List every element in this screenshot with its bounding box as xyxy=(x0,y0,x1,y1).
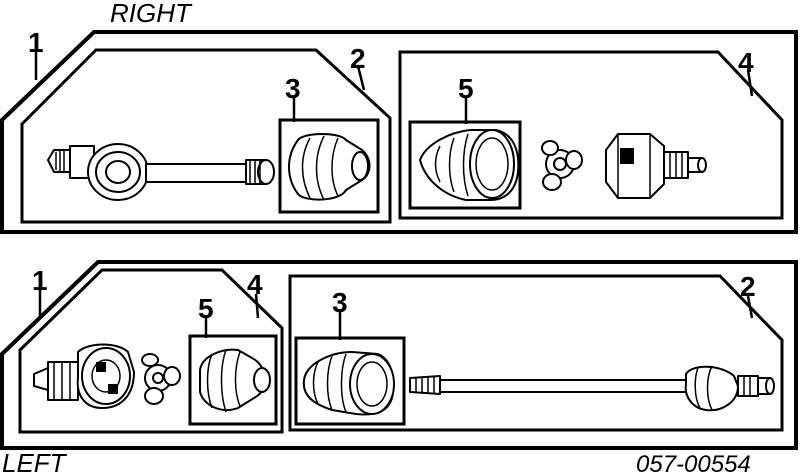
left-label: LEFT xyxy=(2,448,68,474)
right-callout-3: 3 xyxy=(285,73,301,104)
right-drive-shaft-icon xyxy=(47,143,275,201)
left-callout-2: 2 xyxy=(740,271,756,302)
left-callout-4: 4 xyxy=(247,269,263,300)
right-subframe-4 xyxy=(398,50,784,220)
right-callout-4: 4 xyxy=(738,47,754,78)
right-tripod-joint-icon xyxy=(541,140,583,191)
left-boot-3-icon xyxy=(302,351,395,416)
right-inner-housing-icon xyxy=(605,133,707,199)
right-boot-3-icon xyxy=(288,133,371,201)
left-box-5 xyxy=(188,334,278,426)
right-callout-2: 2 xyxy=(350,43,366,74)
left-callout-3: 3 xyxy=(332,287,348,318)
left-callout-5: 5 xyxy=(198,293,214,324)
left-drive-shaft-icon xyxy=(409,365,775,412)
right-outer-frame xyxy=(0,30,798,234)
right-callout-5: 5 xyxy=(458,73,474,104)
right-leader-4 xyxy=(746,69,754,97)
right-assembly: RIGHT 1 2 3 4 5 xyxy=(0,0,798,234)
right-callout-1: 1 xyxy=(28,27,44,58)
right-box-3 xyxy=(278,118,380,214)
left-callout-1: 1 xyxy=(32,265,48,296)
left-leader-4 xyxy=(254,293,260,319)
right-boot-5-icon xyxy=(419,129,520,201)
left-subframe-4 xyxy=(18,268,284,434)
left-outer-frame xyxy=(0,260,798,450)
left-tripod-joint-icon xyxy=(141,353,181,405)
left-inner-housing-icon xyxy=(33,343,135,409)
left-boot-5-icon xyxy=(199,348,271,413)
diagram-code: 057-00554 xyxy=(636,451,751,474)
right-label: RIGHT xyxy=(110,0,193,28)
left-assembly: 1 2 3 4 5 xyxy=(0,260,798,474)
right-subframe-2 xyxy=(20,48,392,224)
right-leader-2 xyxy=(356,65,366,91)
left-subframe-2 xyxy=(288,274,784,432)
left-box-3 xyxy=(294,336,406,426)
left-leader-2 xyxy=(746,295,754,319)
